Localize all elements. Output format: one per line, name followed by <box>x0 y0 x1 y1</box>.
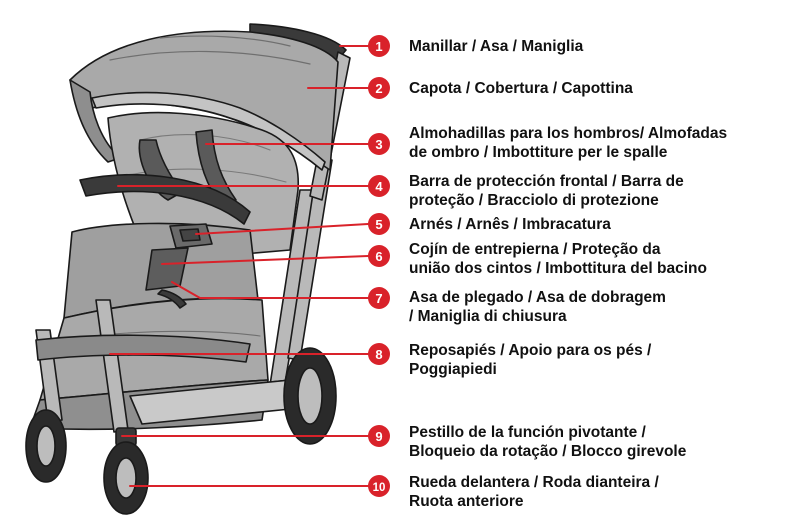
callout-label-5: Arnés / Arnês / Imbracatura <box>409 215 801 234</box>
callout-label-6: Cojín de entrepierna / Proteção da união… <box>409 240 801 278</box>
callout-label-line: Cojín de entrepierna / Proteção da <box>409 241 661 258</box>
svg-text:7: 7 <box>375 291 382 306</box>
marker-6: 6 <box>368 245 390 267</box>
marker-5: 5 <box>368 213 390 235</box>
callout-label-line: Manillar / Asa / Maniglia <box>409 38 584 55</box>
leader-7 <box>171 281 369 299</box>
callout-label-line: união dos cintos / Imbottitura del bacin… <box>409 260 707 277</box>
bumper-bar <box>79 173 251 225</box>
callout-label-1: Manillar / Asa / Maniglia <box>409 37 801 56</box>
callout-label-8: Reposapiés / Apoio para os pés / Poggiap… <box>409 341 801 379</box>
callout-label-line: Asa de plegado / Asa de dobragem <box>409 289 666 306</box>
svg-text:8: 8 <box>375 347 382 362</box>
callout-label-3: Almohadillas para los hombros/ Almofadas… <box>409 124 801 162</box>
svg-text:4: 4 <box>375 179 383 194</box>
marker-10: 10 <box>368 475 390 497</box>
fold-handle <box>157 289 187 309</box>
callout-label-line: Rueda delantera / Roda dianteira / <box>409 474 659 491</box>
marker-8: 8 <box>368 343 390 365</box>
callout-label-line: Arnés / Arnês / Imbracatura <box>409 216 611 233</box>
callout-label-line: / Maniglia di chiusura <box>409 308 567 325</box>
svg-text:9: 9 <box>375 429 382 444</box>
callout-label-2: Capota / Cobertura / Capottina <box>409 79 801 98</box>
svg-text:10: 10 <box>373 482 386 494</box>
callout-leaders <box>109 45 369 487</box>
callout-label-line: Capota / Cobertura / Capottina <box>409 80 633 97</box>
svg-text:2: 2 <box>375 81 382 96</box>
callout-label-9: Pestillo de la función pivotante / Bloqu… <box>409 423 801 461</box>
marker-9: 9 <box>368 425 390 447</box>
marker-1: 1 <box>368 35 390 57</box>
marker-3: 3 <box>368 133 390 155</box>
stroller-illustration <box>25 23 351 515</box>
wheels <box>25 347 337 515</box>
callout-label-4: Barra de protección frontal / Barra de p… <box>409 172 801 210</box>
leader-6 <box>161 255 369 265</box>
svg-text:1: 1 <box>375 39 382 54</box>
callout-label-line: de ombro / Imbottiture per le spalle <box>409 144 668 161</box>
callout-label-7: Asa de plegado / Asa de dobragem / Manig… <box>409 288 801 326</box>
callout-label-line: Almohadillas para los hombros/ Almofadas <box>409 125 728 142</box>
callout-label-line: Poggiapiedi <box>409 361 497 378</box>
callout-label-line: Pestillo de la función pivotante / <box>409 424 646 441</box>
callout-label-line: Ruota anteriore <box>409 493 524 510</box>
callout-label-line: proteção / Bracciolo di protezione <box>409 192 659 209</box>
harness-buckle <box>169 223 213 249</box>
svg-text:3: 3 <box>375 137 382 152</box>
callout-label-line: Reposapiés / Apoio para os pés / <box>409 342 652 359</box>
callout-label-line: Barra de protección frontal / Barra de <box>409 173 684 190</box>
svg-text:5: 5 <box>375 217 382 232</box>
marker-7: 7 <box>368 287 390 309</box>
callout-label-line: Bloqueio da rotação / Blocco girevole <box>409 443 687 460</box>
svg-text:6: 6 <box>375 249 382 264</box>
marker-4: 4 <box>368 175 390 197</box>
marker-2: 2 <box>368 77 390 99</box>
leader-5 <box>195 223 369 235</box>
callout-markers: 1 2 3 4 5 6 7 8 9 10 <box>368 35 390 497</box>
footrest <box>35 334 251 363</box>
callout-label-10: Rueda delantera / Roda dianteira / Ruota… <box>409 473 801 511</box>
